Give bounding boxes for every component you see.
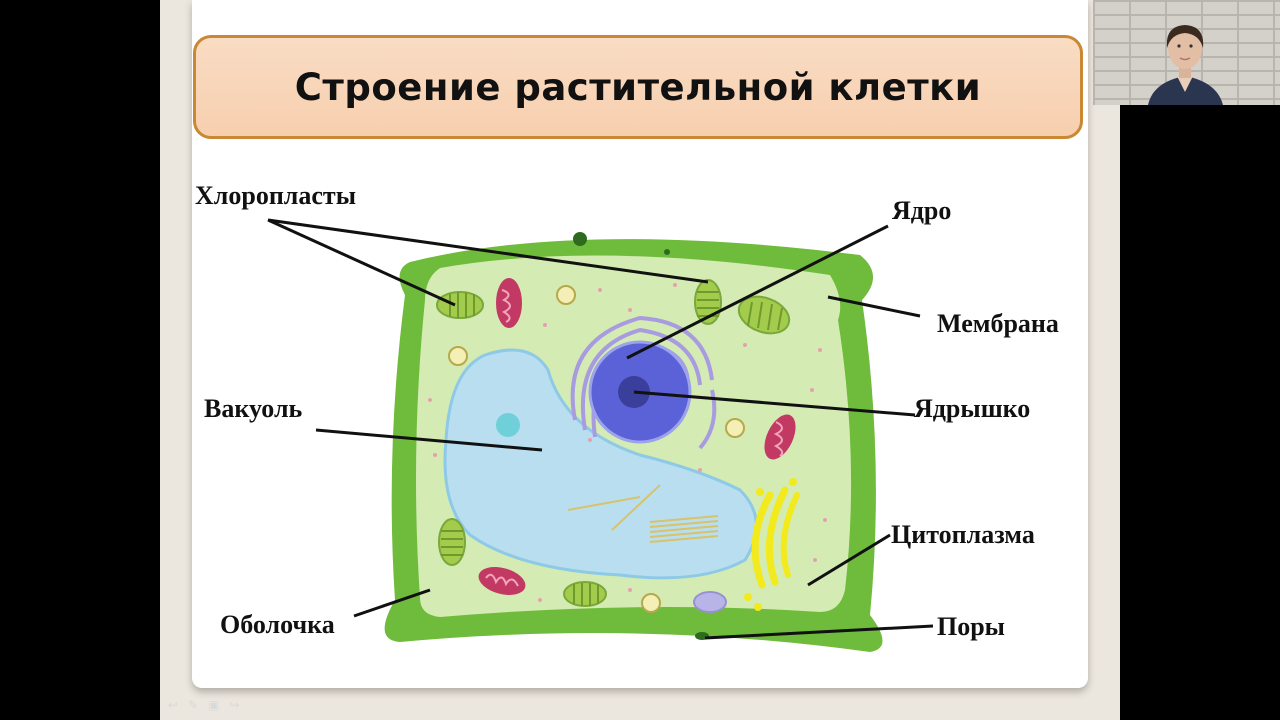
- label-chloroplasts: Хлоропласты: [195, 181, 357, 210]
- leader-line: [807, 533, 891, 587]
- chloroplast: [438, 518, 466, 566]
- vesicle: [556, 285, 576, 305]
- pore: [573, 232, 587, 246]
- label-vacuole: Вакуоль: [204, 394, 303, 423]
- mitochondrion: [764, 414, 796, 460]
- leader-line: [626, 224, 889, 360]
- pore: [664, 249, 670, 255]
- label-nucleolus: Ядрышко: [914, 394, 1031, 423]
- vesicle: [725, 418, 745, 438]
- leader-line: [633, 390, 916, 417]
- label-nucleus: Ядро: [892, 196, 952, 225]
- slide-title-box: Строение растительной клетки: [193, 35, 1083, 139]
- vacuole-crystal: [496, 413, 520, 437]
- pen-icon[interactable]: ✎: [188, 698, 199, 712]
- vesicle: [641, 593, 661, 613]
- mitochondrion: [496, 278, 522, 328]
- label-cytoplasm: Цитоплазма: [891, 520, 1035, 549]
- chloroplast: [436, 291, 484, 319]
- lysosome: [693, 591, 727, 613]
- menu-icon[interactable]: ▣: [208, 698, 220, 712]
- vesicle: [448, 346, 468, 366]
- golgi-apparatus: [744, 478, 800, 611]
- leader-line: [704, 624, 934, 640]
- prev-icon[interactable]: ↩: [168, 698, 179, 712]
- leader-line: [315, 428, 543, 452]
- next-icon[interactable]: ↪: [229, 698, 240, 712]
- leader-line: [353, 588, 431, 618]
- chloroplast: [737, 295, 791, 335]
- player-controls: ↩ ✎ ▣ ↪: [168, 698, 240, 712]
- leader-line: [267, 218, 456, 307]
- chloroplast: [563, 581, 607, 607]
- slide-title: Строение растительной клетки: [294, 65, 982, 109]
- label-membrane: Мембрана: [937, 309, 1059, 338]
- leader-line: [267, 218, 709, 284]
- label-cell-wall: Оболочка: [220, 610, 335, 639]
- label-pores: Поры: [937, 612, 1005, 641]
- presenter-figure: [1148, 25, 1223, 105]
- webcam-overlay: [1093, 0, 1280, 105]
- mitochondrion: [478, 566, 526, 596]
- leader-line: [827, 295, 921, 318]
